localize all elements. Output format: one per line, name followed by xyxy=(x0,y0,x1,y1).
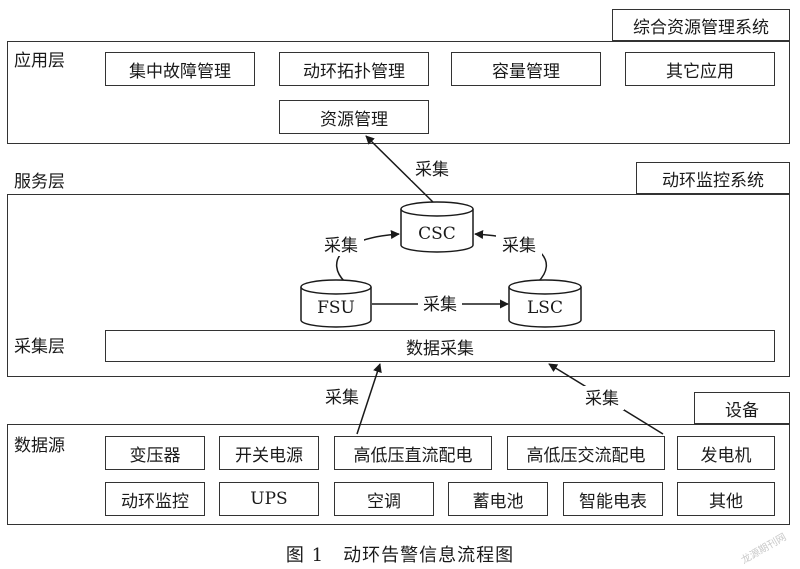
device-label: 动环监控 xyxy=(121,491,189,512)
device-label: 开关电源 xyxy=(235,445,303,466)
comprehensive-system-tab: 综合资源管理系统 xyxy=(612,9,790,41)
device-label: 蓄电池 xyxy=(472,491,524,512)
collect-label-bg xyxy=(318,232,364,256)
service-layer-label: 服务层 xyxy=(14,172,65,192)
collect-label-bg xyxy=(411,156,453,180)
lsc-label: LSC xyxy=(527,298,563,318)
app-box-fault-management: 集中故障管理 xyxy=(105,52,255,86)
device-box-air-conditioning: 空调 xyxy=(334,482,434,516)
lsc-database-node: LSC xyxy=(508,279,582,328)
device-box-switching-power: 开关电源 xyxy=(219,436,319,470)
device-label: 变压器 xyxy=(129,445,181,466)
collect-label-bg xyxy=(496,232,542,256)
fsu-label: FSU xyxy=(317,298,355,318)
device-box-transformer: 变压器 xyxy=(105,436,205,470)
collect-label-bottom-right: 采集 xyxy=(585,389,619,409)
app-box-label: 其它应用 xyxy=(666,61,734,82)
device-box-generator: 发电机 xyxy=(677,436,775,470)
power-env-system-label: 动环监控系统 xyxy=(662,170,764,191)
device-box-env-monitoring: 动环监控 xyxy=(105,482,205,516)
app-box-label: 容量管理 xyxy=(492,61,560,82)
devices-tab: 设备 xyxy=(694,392,790,424)
device-box-ups: UPS xyxy=(219,482,319,516)
collection-layer-label: 采集层 xyxy=(14,337,65,357)
app-box-label: 动环拓扑管理 xyxy=(303,61,405,82)
power-env-system-tab: 动环监控系统 xyxy=(636,162,790,194)
device-box-other: 其他 xyxy=(677,482,775,516)
device-label: 发电机 xyxy=(700,445,752,466)
device-label: 其他 xyxy=(709,491,743,512)
collect-label-top: 采集 xyxy=(415,160,449,180)
arrow-devices-to-collection-left xyxy=(356,363,382,435)
data-collection-label: 数据采集 xyxy=(406,338,474,359)
device-label: 高低压交流配电 xyxy=(526,445,646,466)
devices-label: 设备 xyxy=(725,400,759,421)
device-box-ac-distribution: 高低压交流配电 xyxy=(507,436,665,470)
collect-label-bg xyxy=(320,385,364,409)
app-box-other-applications: 其它应用 xyxy=(625,52,775,86)
device-label: 智能电表 xyxy=(579,491,647,512)
arrow-csc-to-resource xyxy=(365,135,438,207)
figure-caption: 图 1 动环告警信息流程图 xyxy=(285,545,515,566)
data-source-label: 数据源 xyxy=(14,436,65,456)
collect-label-bg xyxy=(580,386,624,410)
app-box-label: 集中故障管理 xyxy=(129,61,231,82)
app-box-topology-management: 动环拓扑管理 xyxy=(279,52,429,86)
device-label: 高低压直流配电 xyxy=(353,445,473,466)
collect-label-right: 采集 xyxy=(502,236,536,256)
fsu-database-node: FSU xyxy=(300,279,372,328)
device-label: UPS xyxy=(250,489,288,509)
app-box-capacity-management: 容量管理 xyxy=(451,52,601,86)
collect-label-bottom-left: 采集 xyxy=(325,388,359,408)
device-box-battery: 蓄电池 xyxy=(448,482,548,516)
application-layer-label: 应用层 xyxy=(14,51,65,71)
resource-management-label: 资源管理 xyxy=(320,109,388,130)
device-box-smart-meter: 智能电表 xyxy=(563,482,663,516)
device-label: 空调 xyxy=(367,491,401,512)
csc-label: CSC xyxy=(418,224,456,244)
collect-label-left: 采集 xyxy=(324,236,358,256)
data-collection-bar: 数据采集 xyxy=(105,330,775,362)
csc-database-node: CSC xyxy=(400,201,474,253)
collect-label-middle: 采集 xyxy=(423,295,457,315)
comprehensive-system-label: 综合资源管理系统 xyxy=(633,17,769,38)
collect-label-bg xyxy=(418,292,462,314)
device-box-dc-distribution: 高低压直流配电 xyxy=(334,436,492,470)
resource-management-box: 资源管理 xyxy=(279,100,429,134)
